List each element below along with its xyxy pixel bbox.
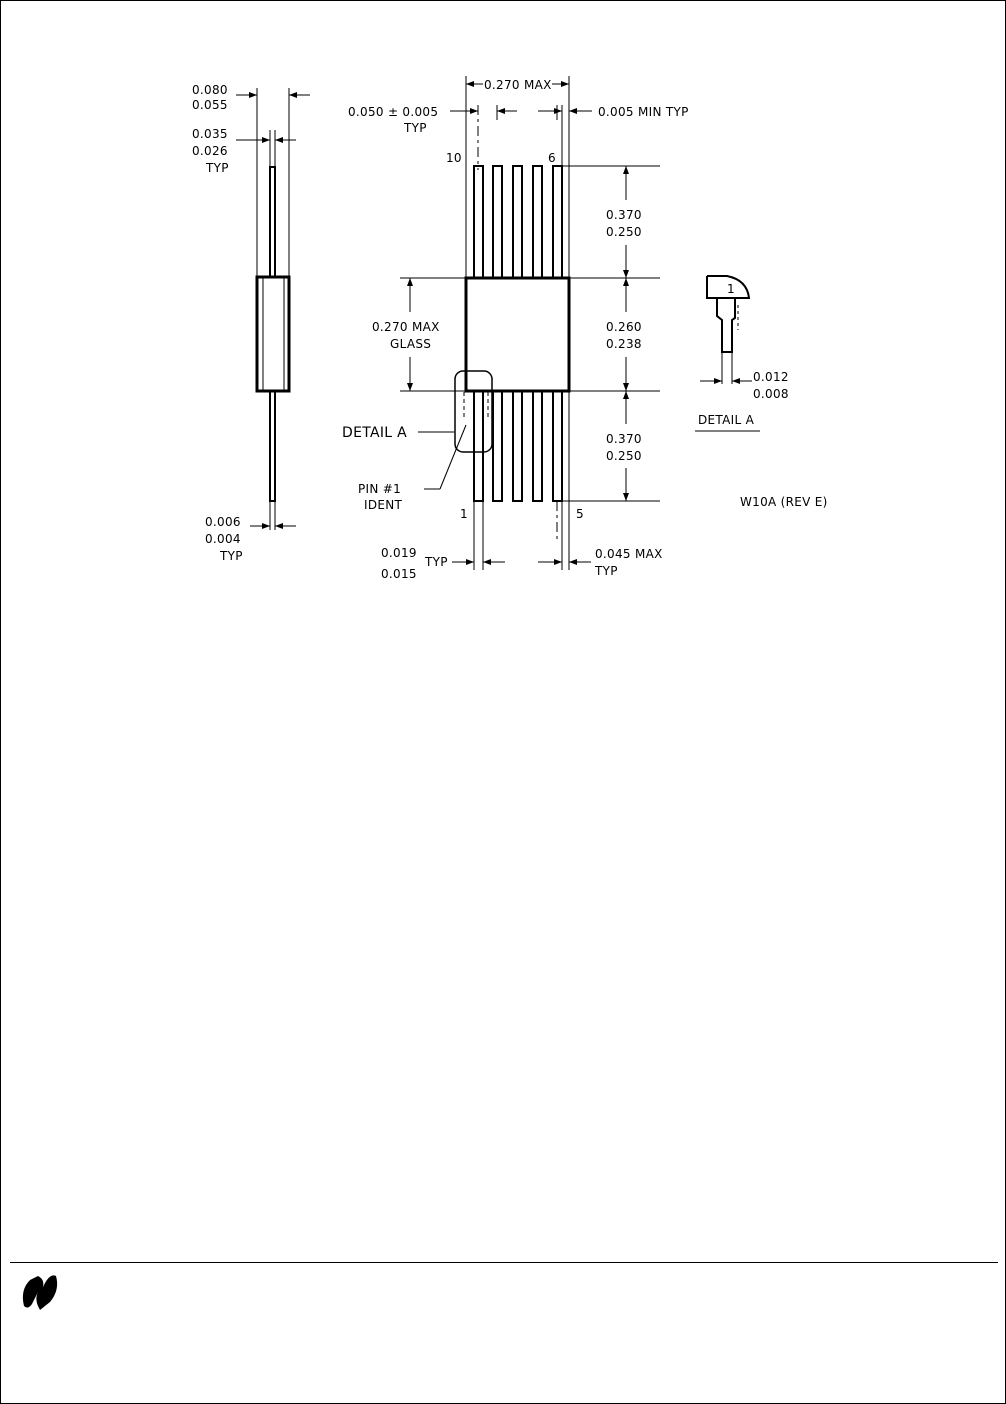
lower-lead-lo: 0.250 — [606, 449, 642, 463]
pin-6-label: 6 — [548, 151, 556, 165]
glass-dim-label: 0.270 MAX — [372, 320, 440, 334]
pin-1-label: 1 — [460, 507, 468, 521]
side-lead-typ: TYP — [219, 549, 243, 563]
pin-5-label: 5 — [576, 507, 584, 521]
lead-width-lo: 0.015 — [381, 567, 417, 581]
national-semiconductor-logo — [22, 1275, 58, 1310]
pin-10-label: 10 — [446, 151, 462, 165]
detail-pin-label: 1 — [727, 282, 735, 296]
end-lead-label: 0.045 MAX — [595, 547, 663, 561]
upper-lead-lo: 0.250 — [606, 225, 642, 239]
detail-a-view — [695, 275, 760, 432]
upper-lead-hi: 0.370 — [606, 208, 642, 222]
lead-width-typ: TYP — [424, 555, 448, 569]
detail-a-title: DETAIL A — [698, 413, 755, 427]
side-view-labels: 0.080 0.055 0.035 0.026 TYP 0.006 0.004 … — [192, 83, 243, 563]
end-lead-typ: TYP — [594, 564, 618, 578]
body-length-hi: 0.260 — [606, 320, 642, 334]
side-lead-lo: 0.004 — [205, 532, 241, 546]
pitch-typ-label: TYP — [403, 121, 427, 135]
pitch-label: 0.050 ± 0.005 — [348, 105, 438, 119]
pin-ident-label-2: IDENT — [364, 498, 403, 512]
drawing-id: W10A (REV E) — [740, 495, 828, 509]
lower-lead-hi: 0.370 — [606, 432, 642, 446]
side-thick-lo: 0.026 — [192, 144, 228, 158]
side-width-lo: 0.055 — [192, 98, 228, 112]
side-width-hi: 0.080 — [192, 83, 228, 97]
side-view — [236, 88, 310, 530]
side-thick-hi: 0.035 — [192, 127, 228, 141]
detail-a-labels: 1 0.012 0.008 DETAIL A W10A (REV E) — [698, 282, 828, 509]
overall-width-label: 0.270 MAX — [484, 78, 552, 92]
top-view — [400, 76, 660, 570]
glass-label: GLASS — [390, 337, 431, 351]
footer-rule — [10, 1262, 998, 1263]
detail-a-callout: DETAIL A — [342, 425, 407, 441]
body-length-lo: 0.238 — [606, 337, 642, 351]
top-view-labels: 0.270 MAX 0.050 ± 0.005 TYP 0.005 MIN TY… — [342, 78, 689, 581]
lead-width-hi: 0.019 — [381, 546, 417, 560]
detail-thick-hi: 0.012 — [753, 370, 789, 384]
min-gap-label: 0.005 MIN TYP — [598, 105, 689, 119]
side-lead-hi: 0.006 — [205, 515, 241, 529]
detail-thick-lo: 0.008 — [753, 387, 789, 401]
side-thick-typ: TYP — [205, 161, 229, 175]
pin-ident-label: PIN #1 — [358, 482, 401, 496]
